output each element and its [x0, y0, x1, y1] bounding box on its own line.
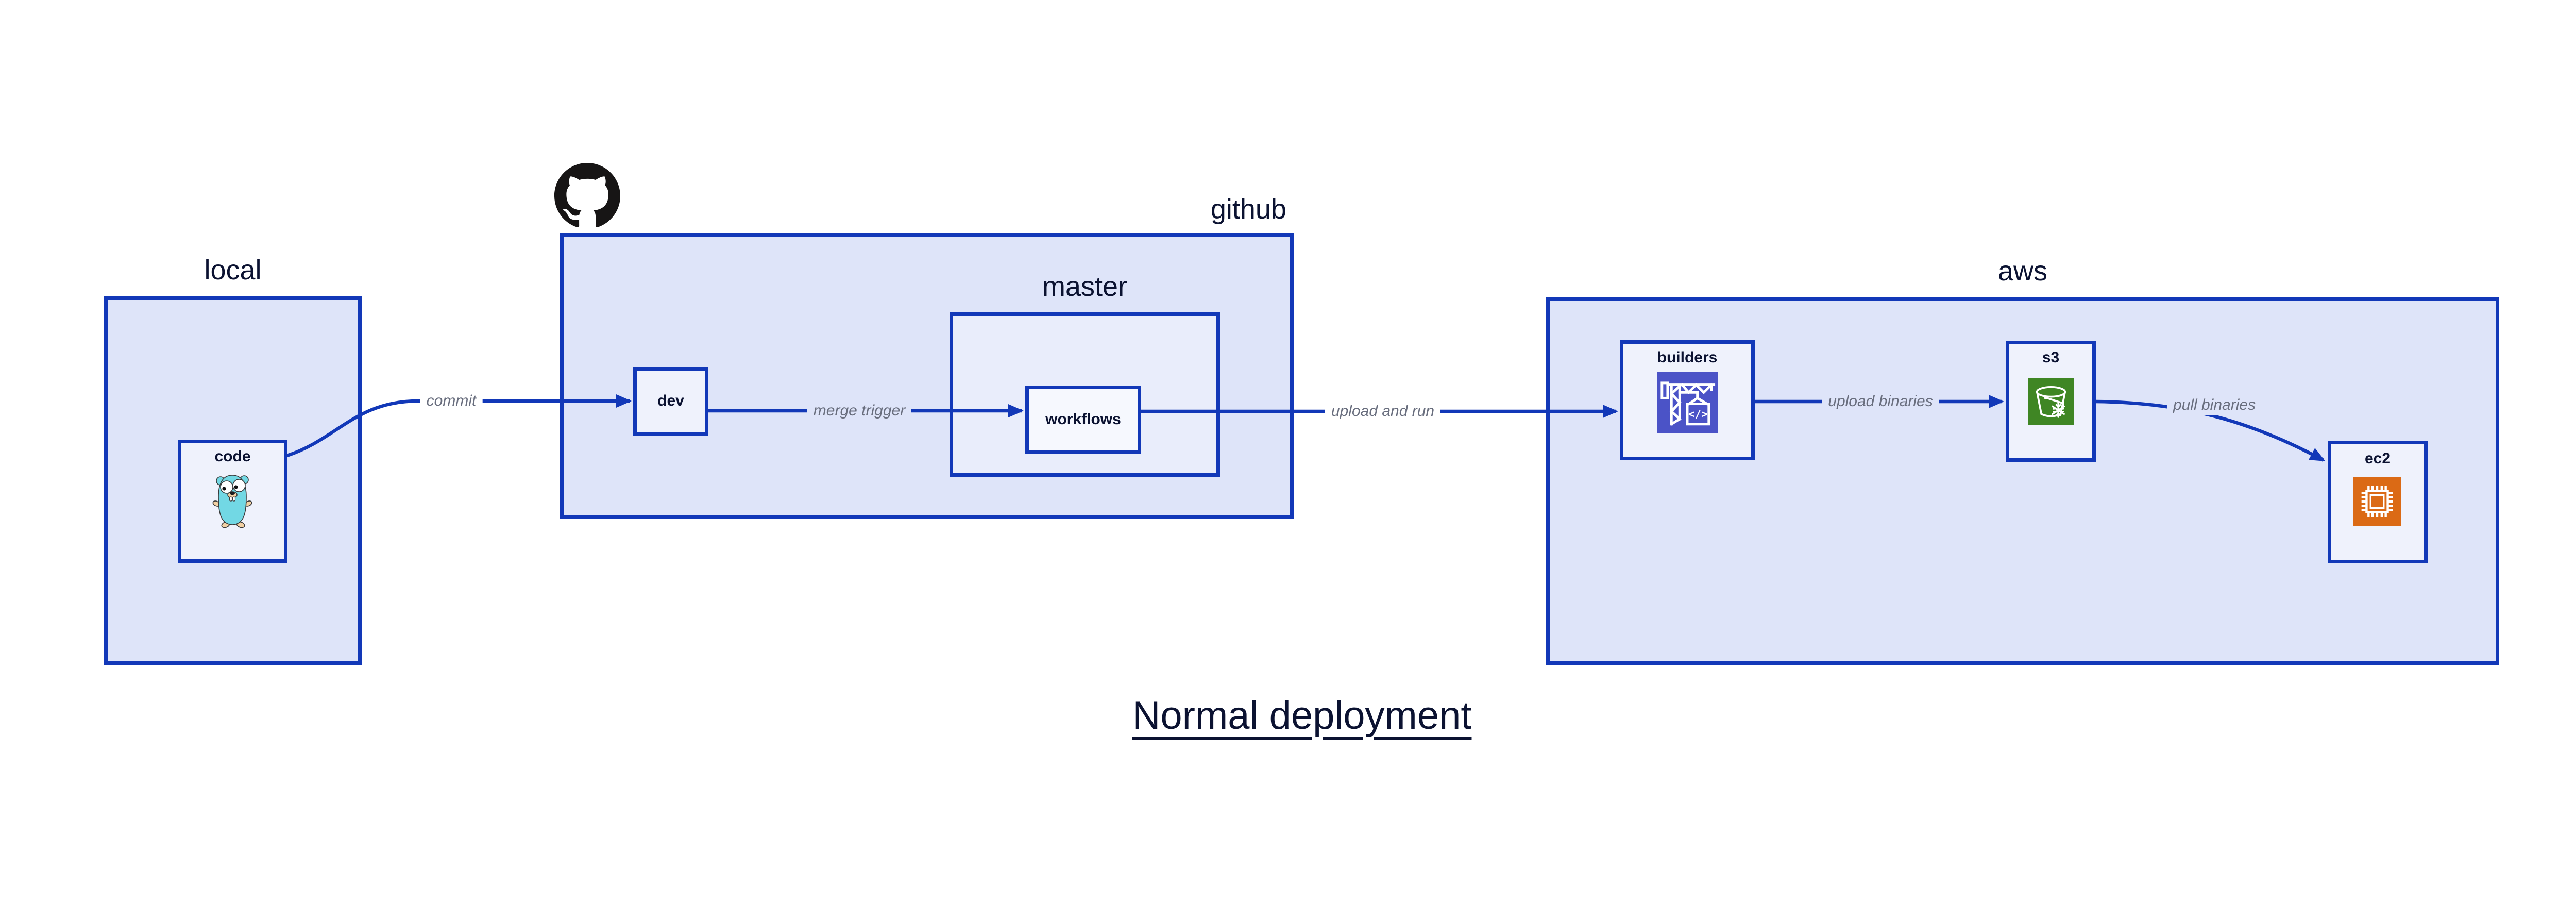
- s3-glacier-bucket-icon: [2028, 378, 2074, 425]
- codebuild-crane-icon: </>: [1657, 372, 1718, 433]
- edge-pull-binaries: [2095, 399, 2326, 462]
- container-master-label: master: [1042, 271, 1128, 302]
- edge-commit-label: commit: [420, 391, 483, 411]
- node-ec2-label: ec2: [2364, 450, 2391, 467]
- github-octocat-icon: [554, 163, 620, 229]
- node-workflows: [1025, 386, 1141, 454]
- edge-commit: [286, 394, 632, 458]
- node-dev-label: dev: [657, 392, 684, 409]
- node-workflows-label: workflows: [1045, 411, 1121, 428]
- ec2-chip-icon: [2353, 477, 2401, 526]
- node-code-label: code: [214, 448, 251, 465]
- edge-merge-trigger-label: merge trigger: [807, 401, 912, 421]
- container-github-label: github: [1210, 194, 1286, 225]
- go-gopher-icon: [212, 473, 253, 528]
- diagram-title: Normal deployment: [1132, 694, 1472, 738]
- container-aws-label: aws: [1997, 256, 2048, 287]
- node-builders-label: builders: [1657, 349, 1718, 366]
- edge-upload-and-run-label: upload and run: [1325, 402, 1441, 421]
- edge-pull-binaries-label: pull binaries: [2166, 395, 2262, 415]
- container-local-label: local: [204, 255, 262, 286]
- node-dev: [633, 367, 708, 436]
- codebuild-code-glyph: </>: [1688, 408, 1708, 421]
- node-s3-label: s3: [2042, 349, 2060, 366]
- edge-upload-binaries-label: upload binaries: [1822, 392, 1939, 411]
